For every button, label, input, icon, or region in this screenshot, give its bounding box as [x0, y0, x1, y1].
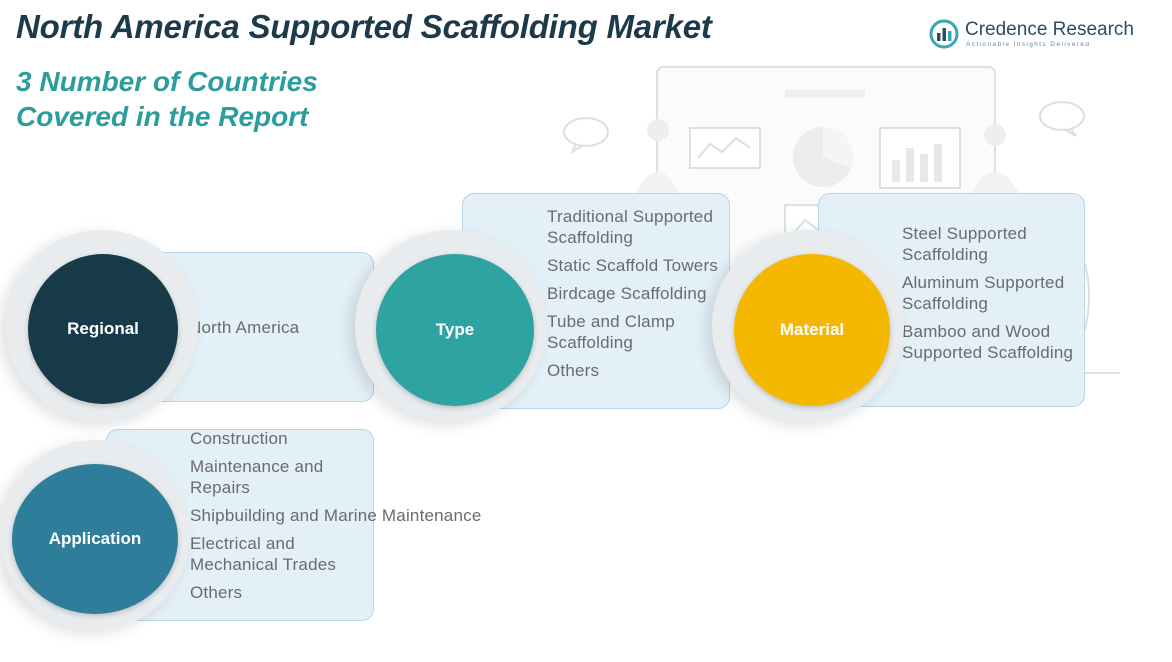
logo-name-part2: Research	[1047, 19, 1134, 40]
type-list: Traditional Supported Scaffolding Static…	[547, 206, 731, 388]
application-list: Construction Maintenance and Repairs Shi…	[190, 428, 482, 610]
application-item: Maintenance and Repairs	[190, 457, 324, 497]
material-item: Bamboo and Wood Supported Scaffolding	[902, 322, 1074, 362]
type-item: Others	[547, 361, 600, 380]
subtitle-line-1: 3 Number of Countries	[16, 66, 318, 97]
regional-list: North America	[189, 317, 299, 345]
type-item: Tube and Clamp Scaffolding	[547, 312, 675, 352]
regional-circle: Regional	[28, 254, 178, 404]
application-item: Others	[190, 583, 243, 602]
logo-mark-icon	[929, 19, 959, 49]
type-circle: Type	[376, 254, 534, 406]
application-item: Shipbuilding and Marine Maintenance	[190, 506, 482, 525]
brand-logo: Credence Research Actionable Insights De…	[929, 16, 1134, 52]
page-title: North America Supported Scaffolding Mark…	[16, 8, 712, 45]
application-circle: Application	[12, 464, 178, 614]
application-item: Electrical and Mechanical Trades	[190, 534, 337, 574]
subtitle-line-2: Covered in the Report	[16, 101, 309, 132]
type-item: Traditional Supported Scaffolding	[547, 207, 714, 247]
logo-name-part1: Credence	[965, 19, 1048, 40]
material-list: Steel Supported Scaffolding Aluminum Sup…	[902, 223, 1084, 370]
type-item: Birdcage Scaffolding	[547, 284, 707, 303]
type-item: Static Scaffold Towers	[547, 256, 719, 275]
logo-name: Credence Research	[965, 19, 1134, 41]
regional-item: North America	[189, 318, 300, 337]
application-item: Construction	[190, 429, 288, 448]
logo-tagline: Actionable Insights Delivered	[966, 41, 1091, 48]
material-item: Steel Supported Scaffolding	[902, 224, 1027, 264]
material-circle: Material	[734, 254, 890, 406]
material-item: Aluminum Supported Scaffolding	[902, 273, 1065, 313]
page-subtitle: 3 Number of Countries Covered in the Rep…	[16, 64, 318, 134]
